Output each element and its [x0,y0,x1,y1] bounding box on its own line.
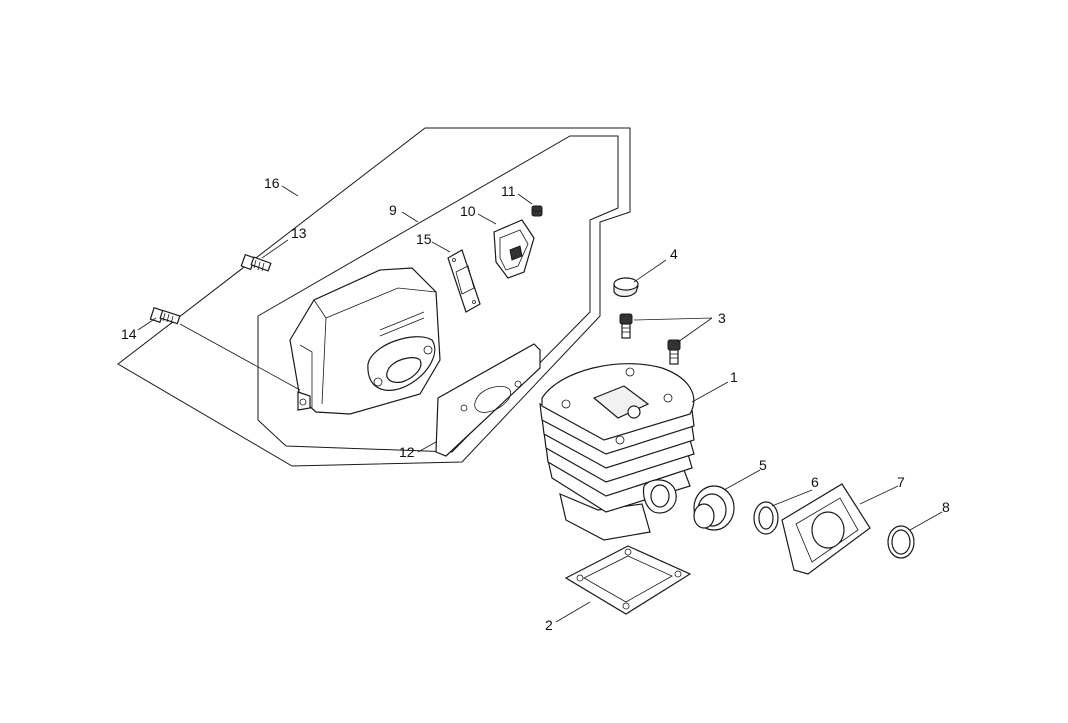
cylinder-1 [539,363,695,541]
callout-10: 10 [460,203,476,219]
clamp-ring-6 [753,501,779,535]
intake-flange-7 [781,483,871,575]
callout-7: 7 [897,474,905,490]
callout-4: 4 [670,246,678,262]
muffler-body [289,267,441,415]
leader-lines [137,185,943,623]
callout-12: 12 [399,444,415,460]
callout-16: 16 [264,175,280,191]
bolt-13 [240,253,272,272]
callout-2: 2 [545,617,553,633]
bolt-14 [149,306,181,325]
assembly-group-9-outline [257,135,619,453]
callout-5: 5 [759,457,767,473]
callout-14: 14 [121,326,137,342]
spark-arrestor-10 [493,219,535,279]
screw-3b [667,339,681,365]
o-ring-8 [887,525,915,559]
callout-11: 11 [501,183,516,199]
base-gasket-2 [564,545,692,615]
callout-9: 9 [389,202,397,218]
callout-6: 6 [811,474,819,490]
gasket-12 [435,343,541,457]
intake-boot-5 [693,485,735,531]
gasket-15 [447,249,481,313]
callout-3: 3 [718,310,726,326]
screw-3a [619,313,633,339]
callout-8: 8 [942,499,950,515]
callout-1: 1 [730,369,738,385]
plug-cap-4 [613,277,639,298]
assembly-group-16-outline [117,127,631,467]
callout-labels: 1 2 3 4 5 6 7 8 9 10 11 12 13 14 15 16 [121,175,950,633]
callout-15: 15 [416,231,432,247]
callout-13: 13 [291,225,307,241]
screw-11 [531,205,543,217]
